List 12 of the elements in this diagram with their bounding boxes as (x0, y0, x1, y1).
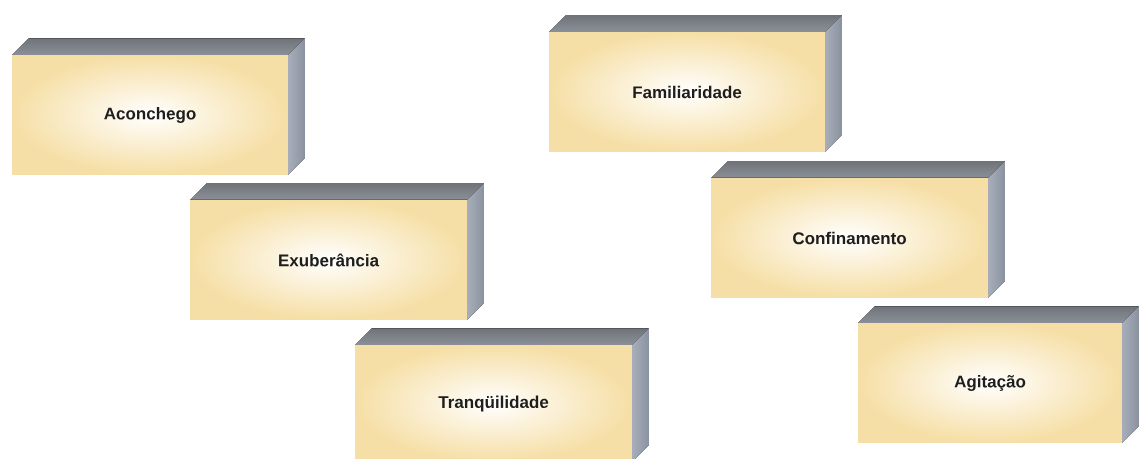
label-box: Aconchego (12, 38, 305, 175)
node-label: Aconchego (104, 107, 196, 123)
node-label: Familiaridade (633, 85, 742, 99)
node-label: Tranqüilidade (438, 395, 549, 412)
node-label: Agitação (954, 375, 1026, 391)
label-box: Confinamento (711, 161, 1005, 298)
label-box: Tranqüilidade (355, 328, 649, 459)
label-box: Agitação (858, 306, 1139, 443)
node-label: Exuberância (279, 253, 380, 267)
label-box: Familiaridade (549, 15, 842, 152)
label-box: Exuberância (190, 183, 484, 320)
node-label: Confinamento (793, 231, 906, 245)
